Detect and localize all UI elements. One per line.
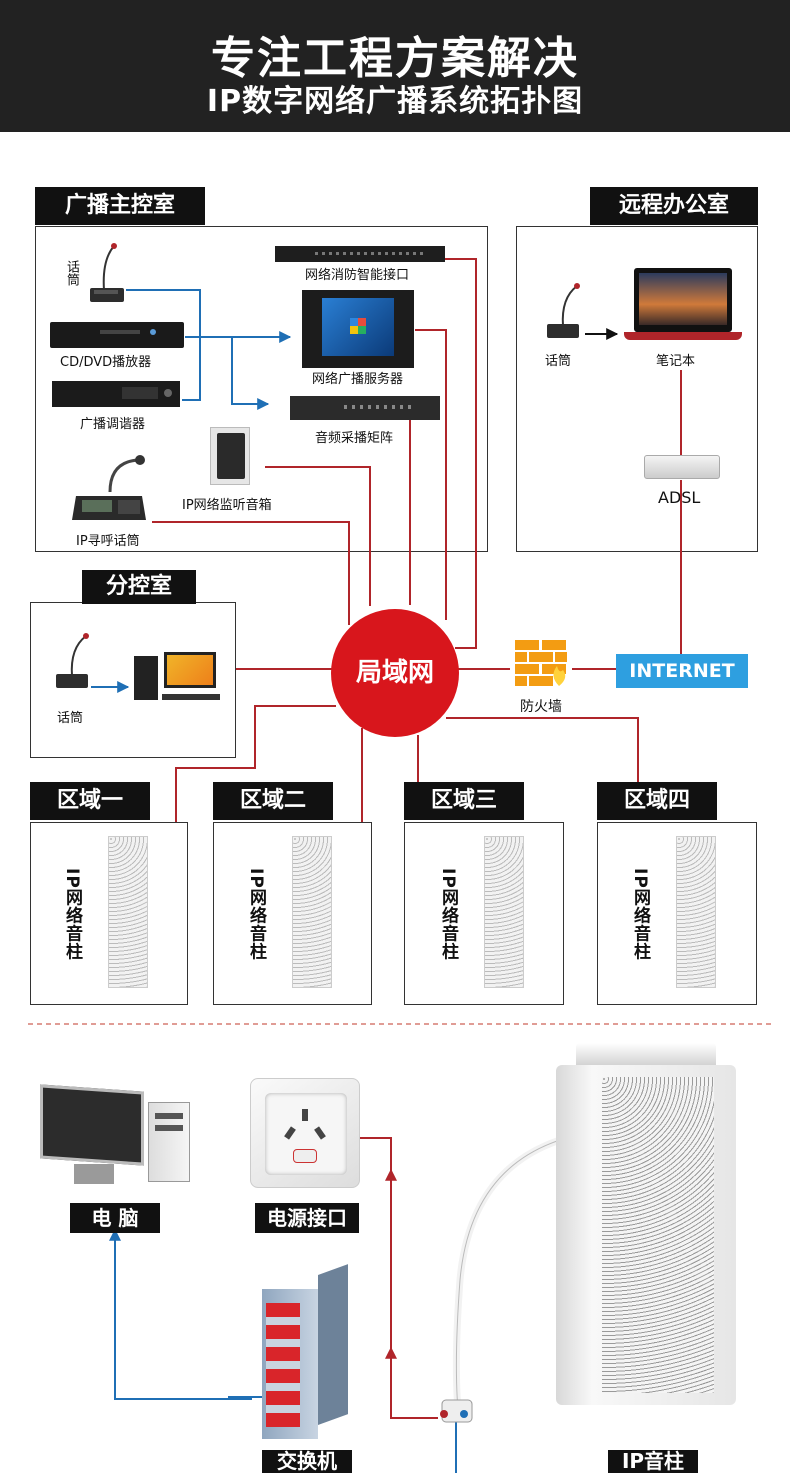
column-speaker-icon-3 (484, 836, 524, 988)
internet-badge: INTERNET (616, 654, 748, 688)
switch-tag: 交换机 (262, 1450, 352, 1473)
broadcast-server-label: 网络广播服务器 (312, 372, 404, 387)
tuner-label: 广播调谐器 (80, 417, 146, 432)
computer-tag: 电 脑 (70, 1203, 160, 1233)
sub-mic-label: 话筒 (57, 711, 84, 726)
monitor-speaker-icon (210, 427, 250, 485)
cd-player-label: CD/DVD播放器 (60, 355, 152, 370)
fire-interface-label: 网络消防智能接口 (305, 268, 410, 283)
paging-mic-label: IP寻呼话筒 (76, 534, 140, 549)
switch-server-icon (252, 1264, 352, 1445)
main-control-room-tag: 广播主控室 (35, 187, 205, 225)
page-subtitle: IP数字网络广播系统拓扑图 (206, 84, 584, 119)
remote-mic-icon (543, 282, 583, 342)
laptop-label: 笔记本 (656, 354, 696, 369)
zone-speaker-label-1: IP网络音柱 (62, 868, 82, 961)
column-speaker-icon-1 (108, 836, 148, 988)
zone-speaker-label-4: IP网络音柱 (630, 868, 650, 961)
ip-column-speaker-icon (556, 1043, 736, 1419)
remote-office-tag: 远程办公室 (590, 187, 758, 225)
blue-lines-main (126, 289, 292, 410)
sub-mic-icon (52, 632, 92, 692)
power-socket-icon (250, 1078, 360, 1188)
audio-matrix-icon (290, 396, 440, 420)
zone-tag-4: 区域四 (597, 782, 717, 820)
paging-mic-icon (70, 452, 148, 524)
network-cable (440, 1136, 562, 1423)
fire-interface-icon (275, 246, 445, 262)
lan-hub: 局域网 (331, 609, 459, 737)
zone-tag-1: 区域一 (30, 782, 150, 820)
laptop-icon (624, 268, 742, 344)
cd-player-icon (50, 322, 184, 348)
power-tag: 电源接口 (255, 1203, 359, 1233)
tuner-icon (52, 381, 180, 407)
zone-tag-2: 区域二 (213, 782, 333, 820)
mic-label: 话筒 (64, 260, 79, 286)
computer-icon (40, 1084, 190, 1196)
audio-matrix-label: 音频采播矩阵 (315, 431, 394, 446)
red-lines (152, 258, 682, 822)
sub-control-room-tag: 分控室 (82, 570, 196, 604)
ip-speaker-tag: IP音柱 (608, 1450, 698, 1473)
desk-mic-icon (86, 240, 126, 306)
firewall-icon (515, 640, 569, 686)
firewall-label: 防火墙 (520, 699, 562, 715)
broadcast-server-icon (302, 290, 414, 368)
column-speaker-icon-2 (292, 836, 332, 988)
zone-speaker-label-3: IP网络音柱 (438, 868, 458, 961)
zone-speaker-label-2: IP网络音柱 (246, 868, 266, 961)
remote-mic-label: 话筒 (545, 354, 572, 369)
desktop-pc-icon (134, 652, 220, 702)
column-speaker-icon-4 (676, 836, 716, 988)
monitor-speaker-label: IP网络监听音箱 (182, 498, 272, 513)
header-banner: 专注工程方案解决 IP数字网络广播系统拓扑图 (0, 0, 790, 132)
adsl-label: ADSL (658, 488, 701, 507)
zone-tag-3: 区域三 (404, 782, 524, 820)
adsl-icon (644, 455, 720, 479)
page-title: 专注工程方案解决 (211, 33, 579, 84)
